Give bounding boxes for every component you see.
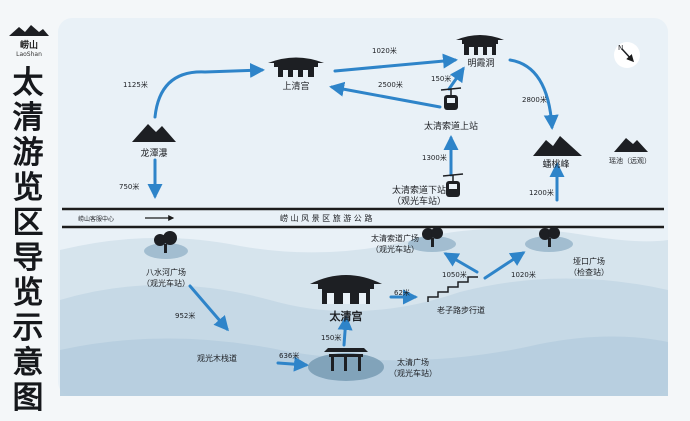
route-arrow [483,251,526,280]
distance-label: 150米 [431,74,451,83]
cableway-plaza-station-icon [408,227,456,252]
distance-label: 1020米 [511,270,536,279]
shangqinggong-temple-icon [268,57,324,77]
distance-label: 636米 [279,351,299,360]
title-char: 览 [12,275,44,311]
title-char: 清 [12,100,44,136]
route-arrow [443,252,479,274]
distance-label: 150米 [321,333,341,342]
cable-car-top-icon [440,87,462,110]
compass-icon: N [614,42,640,68]
distance-label: 1200米 [529,188,554,197]
label-laozi-path: 老子路步行道 [437,305,485,315]
route-arrow [329,81,442,109]
label-plank-road: 观光木栈道 [197,353,237,363]
route-arrow [276,356,309,372]
label-bashuihe: 八水河广场 [146,267,186,277]
distance-label: 1020米 [372,46,397,55]
title-char: 图 [12,380,44,416]
route-arrow [333,53,458,73]
distance-label: 952米 [175,311,195,320]
label-pantaofeng: 蟠桃峰 [542,158,569,170]
title-char: 览 [12,170,44,206]
mountain-logo-icon [9,25,49,36]
logo-subtitle: LaoShan [16,51,42,58]
route-arrow [508,58,559,130]
title-char: 导 [12,240,44,276]
label-cableway-bottom: 太清索道下站 [392,184,446,196]
label-road: 崂 山 风 景 区 旅 游 公 路 [280,213,372,223]
distance-label: 1125米 [123,80,148,89]
distance-label: 1050米 [442,270,467,279]
title-char: 游 [12,135,44,171]
longtanpu-mountain-icon [132,124,176,142]
laozi-stairs-icon [427,276,478,302]
label-dikou-plaza: 垭口广场 [573,256,605,266]
label-yaochi: 瑶池（远观） [609,156,651,165]
label-road-start: 崂山客服中心 [78,215,114,223]
label-cableway-bottom-sub: （观光车站） [392,195,446,207]
route-arrows [147,53,565,372]
route-arrow [447,66,465,91]
distance-label: 2800米 [522,95,547,104]
label-cableway-plaza: 太清索道广场 [371,233,419,243]
dikou-plaza-station-icon [525,227,573,252]
label-longtanpu: 龙潭瀑 [140,147,167,159]
route-arrow [153,62,265,119]
route-arrow [188,284,229,332]
distance-label: 750米 [119,182,139,191]
label-mingxiadong: 明霞洞 [467,58,494,69]
label-shangqinggong: 上清宫 [282,80,309,92]
logo-name: 崂山 [19,41,38,51]
cable-car-bottom-icon [442,173,464,197]
label-bashuihe-sub: （观光车站） [142,278,190,288]
label-taiqing-plaza: 太清广场 [397,357,429,367]
distance-label: 1300米 [422,153,447,162]
taiqinggong-temple-icon [310,275,382,304]
yaochi-mountain-icon [614,138,648,152]
title-char: 示 [12,310,44,346]
title-char: 太 [12,65,44,101]
route-arrow [337,315,353,347]
label-taiqinggong: 太清宫 [329,309,363,323]
label-cableway-plaza-sub: （观光车站） [371,244,419,254]
pantaofeng-mountain-icon [533,136,582,156]
mountain-background [60,228,668,396]
label-dikou-plaza-sub: （检查站） [569,267,609,277]
mingxiadong-temple-icon [456,35,504,55]
label-taiqing-plaza-sub: （观光车站） [389,368,437,378]
label-cableway-top: 太清索道上站 [424,120,478,132]
bashuihe-station-icon [144,231,188,259]
taiqing-plaza-gate-icon [308,348,384,381]
compass-north-label: N [618,44,623,52]
scenic-road [62,207,664,229]
title-char: 意 [12,345,44,381]
distance-label: 2500米 [378,80,403,89]
distance-label: 62米 [394,288,410,297]
title-char: 区 [12,205,44,241]
laoshan-logo: 崂山 LaoShan [6,22,52,59]
